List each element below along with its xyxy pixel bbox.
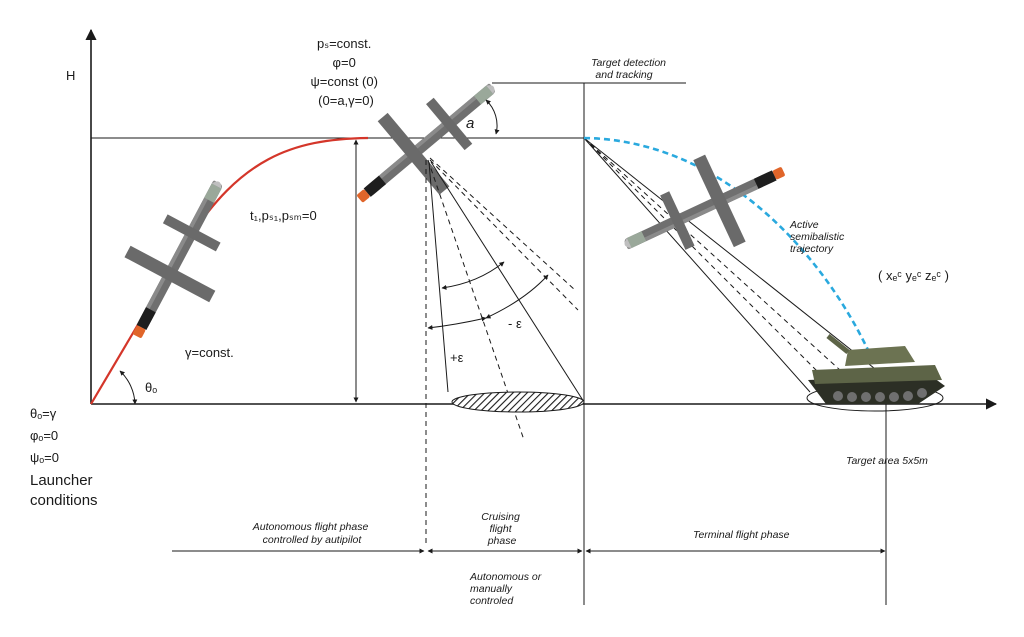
boost-missile <box>94 159 262 359</box>
eps-arc-upper <box>441 261 505 290</box>
gamma-const-label: γ=const. <box>185 345 234 360</box>
seeker-dash-2 <box>583 137 863 391</box>
terminal-phase-caption: Terminal flight phase <box>693 529 790 541</box>
minus-eps-label: - ε <box>508 316 522 331</box>
launcher-caption: Launcher conditions <box>30 472 98 509</box>
semiballistic-trajectory <box>583 136 870 351</box>
fov-cone-left <box>428 161 449 393</box>
seeker-line-outer <box>583 137 811 393</box>
target-tank <box>806 334 945 412</box>
detection-caption: Target detection and tracking <box>591 57 669 81</box>
cruise-params: pₛ=const. φ=0 ψ=const (0) (0=a,γ=0) <box>310 36 381 108</box>
terminal-missile <box>604 127 804 289</box>
trajectory-caption: Active semibalistic trajectory <box>789 219 847 255</box>
fov-dashed-3 <box>429 159 579 311</box>
fov-cone-right <box>430 161 585 403</box>
plus-eps-label: +ε <box>450 350 464 365</box>
boost-trajectory <box>90 136 369 405</box>
autonomous-phase-caption: Autonomous flight phase controlled by au… <box>252 521 372 546</box>
target-area-label: Target area 5x5m <box>846 455 928 467</box>
cruising-phase-caption: Cruising flight phase <box>481 511 522 547</box>
eps-arc-lower <box>427 316 487 330</box>
theta-label: θₒ <box>145 380 157 395</box>
h-axis-label: H <box>66 68 75 83</box>
alpha-label: a <box>466 115 474 132</box>
target-footprint <box>451 391 585 413</box>
target-coordinates: ( xₑᶜ yₑᶜ zₑᶜ ) <box>878 268 949 283</box>
eps-arc-right <box>485 274 549 319</box>
theta-arc <box>119 370 138 405</box>
control-caption: Autonomous or manually controled <box>469 571 544 607</box>
launcher-values: θₒ=γ φₒ=0 ψₒ=0 <box>30 406 62 465</box>
fov-dashed-4 <box>429 157 576 291</box>
seeker-dash-1 <box>583 137 839 393</box>
boost-params: t₁,pₛ₁,pₛₘ=0 <box>250 208 317 223</box>
alpha-arc <box>485 99 500 135</box>
